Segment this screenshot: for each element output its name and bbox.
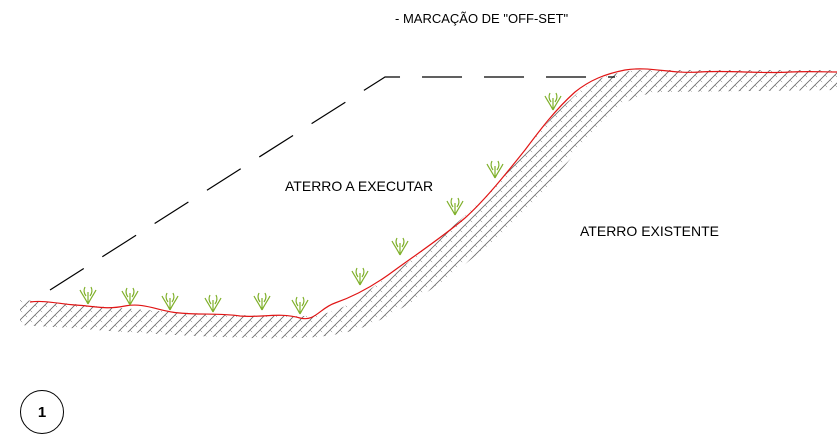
existing-fill-label: ATERRO EXISTENTE xyxy=(580,223,719,239)
grass-tuft-icon xyxy=(446,197,464,216)
detail-number-badge: 1 xyxy=(20,390,64,434)
grass-tuft-icon xyxy=(253,292,271,311)
grass-tuft-icon xyxy=(391,237,409,256)
grass-tuft-icon xyxy=(204,294,222,313)
grass-tuft-icon xyxy=(486,160,504,179)
grass-tuft-icon xyxy=(79,286,97,305)
ground-line xyxy=(29,68,837,320)
offset-marking-line xyxy=(49,76,615,291)
grass-tuft-icon xyxy=(544,92,562,111)
grass-tuft-icon xyxy=(291,296,309,315)
detail-number: 1 xyxy=(37,403,47,421)
vegetation-group xyxy=(79,92,562,315)
grass-tuft-icon xyxy=(351,267,369,286)
grass-tuft-icon xyxy=(121,287,139,306)
ground-hatch xyxy=(20,70,837,339)
offset-marking-title: - MARCAÇÃO DE "OFF-SET" xyxy=(395,11,569,26)
grass-tuft-icon xyxy=(161,292,179,311)
fill-to-execute-label: ATERRO A EXECUTAR xyxy=(285,178,434,194)
